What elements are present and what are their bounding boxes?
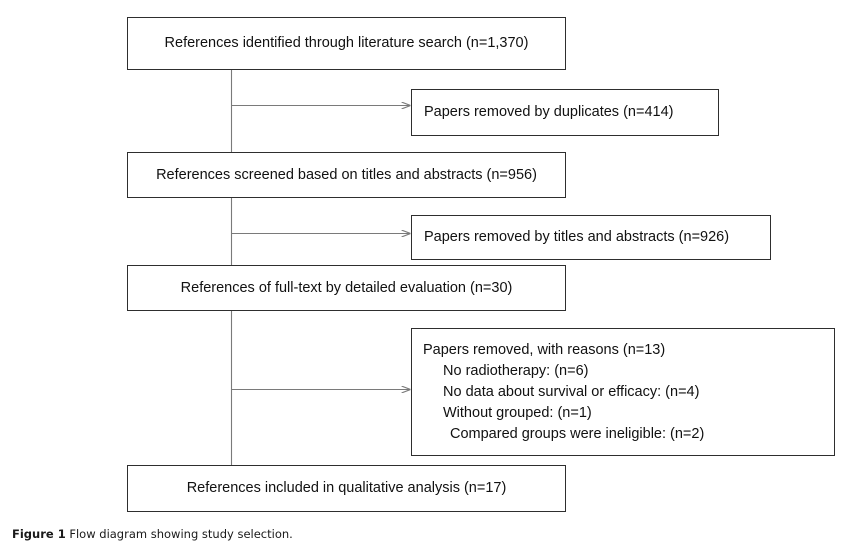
box-papers-removed-titles-abstracts: Papers removed by titles and abstracts (…	[411, 215, 771, 260]
flow-diagram: References identified through literature…	[127, 17, 835, 512]
box-screened-label: References screened based on titles and …	[156, 166, 537, 183]
reason-item-without-grouped: Without grouped: (n=1)	[443, 404, 592, 421]
box-papers-removed-with-reasons: Papers removed, with reasons (n=13) No r…	[411, 328, 835, 456]
box-fulltext-label: References of full-text by detailed eval…	[180, 279, 513, 296]
figure-caption: Figure 1 Flow diagram showing study sele…	[12, 527, 832, 542]
box-papers-removed-duplicates: Papers removed by duplicates (n=414)	[411, 89, 719, 136]
box-references-screened: References screened based on titles and …	[127, 152, 566, 198]
figure-caption-sentence: Flow diagram showing study selection.	[69, 527, 293, 541]
reason-item-no-data-survival-efficacy: No data about survival or efficacy: (n=4…	[443, 383, 700, 400]
reason-item-compared-groups-ineligible: Compared groups were ineligible: (n=2)	[450, 425, 705, 442]
reasons-heading: Papers removed, with reasons (n=13)	[423, 341, 666, 358]
box-titles-abstracts-label: Papers removed by titles and abstracts (…	[424, 229, 730, 246]
box-duplicates-label: Papers removed by duplicates (n=414)	[424, 104, 674, 121]
figure-caption-label: Figure 1	[12, 527, 66, 541]
reason-item-no-radiotherapy: No radiotherapy: (n=6)	[443, 362, 589, 379]
box-identified-label: References identified through literature…	[164, 35, 529, 52]
box-references-identified: References identified through literature…	[127, 17, 566, 70]
box-references-fulltext: References of full-text by detailed eval…	[127, 265, 566, 311]
box-references-included: References included in qualitative analy…	[127, 465, 566, 512]
box-included-label: References included in qualitative analy…	[186, 480, 507, 497]
